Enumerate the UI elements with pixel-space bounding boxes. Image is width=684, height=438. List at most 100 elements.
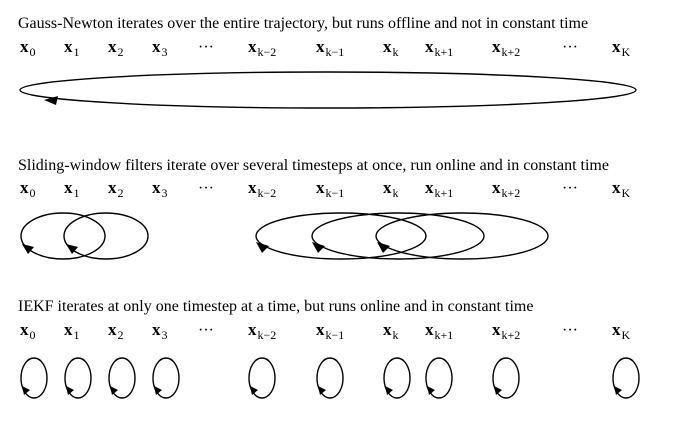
state-subscript: 1 [74, 45, 80, 59]
single-step-loop [108, 357, 136, 399]
state-label: x3 [152, 320, 168, 342]
state-label: x3 [152, 178, 168, 200]
single-step-loop [64, 357, 92, 399]
arrowhead-icon [110, 386, 118, 395]
state-label: x2 [108, 320, 124, 342]
state-label: xK [612, 37, 631, 59]
state-symbol: x [248, 37, 257, 56]
state-label: xk+1 [425, 320, 453, 342]
state-label: xk+1 [425, 178, 453, 200]
state-subscript: 0 [30, 186, 36, 200]
state-subscript: k [393, 328, 399, 342]
state-symbol: x [20, 37, 29, 56]
state-symbol: x [316, 37, 325, 56]
single-step-loop [492, 357, 520, 399]
state-symbol: x [425, 178, 434, 197]
state-symbol: x [64, 320, 73, 339]
state-symbol: x [383, 178, 392, 197]
state-subscript: k+2 [502, 45, 521, 59]
single-step-loop [316, 357, 344, 399]
sliding-window-panel: Sliding-window filters iterate over seve… [18, 157, 631, 260]
state-subscript: k+2 [502, 186, 521, 200]
state-subscript: k−2 [258, 45, 277, 59]
state-subscript: k−2 [258, 186, 277, 200]
ellipsis-dots: ··· [562, 39, 578, 56]
state-subscript: k−1 [326, 45, 345, 59]
state-label: xk [383, 320, 399, 342]
state-subscript: k+1 [435, 45, 454, 59]
state-subscript: k−1 [326, 186, 345, 200]
arrowhead-icon [427, 386, 435, 395]
iekf-caption: IEKF iterates at only one timestep at a … [18, 298, 533, 315]
state-symbol: x [152, 320, 161, 339]
state-subscript: 0 [30, 45, 36, 59]
state-label: x0 [20, 320, 36, 342]
state-symbol: x [64, 178, 73, 197]
state-label: xk−1 [316, 37, 344, 59]
state-label: xk+2 [492, 37, 520, 59]
ellipsis-dots: ··· [198, 322, 214, 339]
arrowhead-icon [312, 242, 325, 253]
single-step-loop [152, 357, 180, 399]
state-label: x2 [108, 37, 124, 59]
state-label: x1 [64, 37, 80, 59]
iekf-panel: IEKF iterates at only one timestep at a … [18, 298, 640, 399]
state-symbol: x [248, 178, 257, 197]
window-loop-right-c [375, 212, 549, 260]
state-label: xk−2 [248, 320, 276, 342]
gauss-newton-caption: Gauss-Newton iterates over the entire tr… [18, 15, 588, 32]
state-symbol: x [316, 178, 325, 197]
arrowhead-icon [22, 244, 34, 254]
ellipsis-dots: ··· [198, 39, 214, 56]
state-label: x0 [20, 178, 36, 200]
arrowhead-icon [66, 386, 74, 395]
state-subscript: 3 [162, 45, 168, 59]
state-symbol: x [64, 37, 73, 56]
state-label: x1 [64, 320, 80, 342]
state-subscript: k−1 [326, 328, 345, 342]
full-trajectory-loop [19, 71, 637, 109]
state-symbol: x [425, 320, 434, 339]
state-subscript: k [393, 186, 399, 200]
state-label: xK [612, 178, 631, 200]
state-symbol: x [108, 37, 117, 56]
state-symbol: x [612, 37, 621, 56]
window-loop-left-b [63, 212, 149, 260]
state-label: xk−2 [248, 178, 276, 200]
state-symbol: x [612, 178, 621, 197]
state-subscript: 3 [162, 328, 168, 342]
state-subscript: 2 [118, 328, 124, 342]
ellipsis-dots: ··· [198, 180, 214, 197]
single-step-loop [612, 357, 640, 399]
state-symbol: x [152, 37, 161, 56]
state-subscript: k−2 [258, 328, 277, 342]
state-symbol: x [492, 178, 501, 197]
state-label: xk−1 [316, 320, 344, 342]
state-subscript: 0 [30, 328, 36, 342]
arrowhead-icon [250, 386, 258, 395]
arrowhead-icon [44, 96, 58, 105]
arrowhead-icon [256, 242, 269, 253]
arrowhead-icon [494, 386, 502, 395]
state-label: x3 [152, 37, 168, 59]
state-symbol: x [383, 320, 392, 339]
state-subscript: 1 [74, 186, 80, 200]
state-symbol: x [383, 37, 392, 56]
state-subscript: 2 [118, 186, 124, 200]
iekf-loops [20, 357, 640, 399]
state-label: xk [383, 178, 399, 200]
ellipsis-dots: ··· [562, 322, 578, 339]
state-symbol: x [248, 320, 257, 339]
state-label: x0 [20, 37, 36, 59]
state-subscript: 3 [162, 186, 168, 200]
state-subscript: k+2 [502, 328, 521, 342]
state-symbol: x [492, 320, 501, 339]
sliding-window-caption: Sliding-window filters iterate over seve… [18, 157, 609, 174]
state-symbol: x [316, 320, 325, 339]
state-subscript: K [622, 186, 631, 200]
state-symbol: x [492, 37, 501, 56]
state-symbol: x [612, 320, 621, 339]
